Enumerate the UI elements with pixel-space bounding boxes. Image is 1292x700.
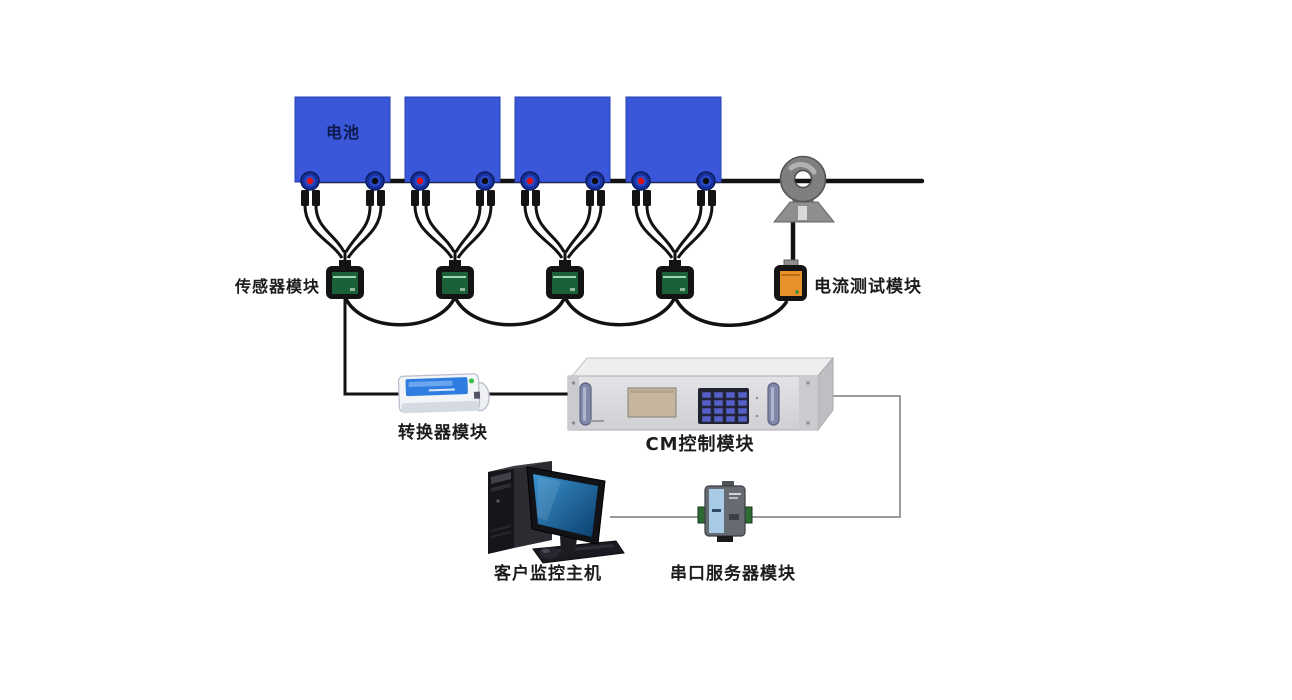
current-transformer [772, 155, 836, 264]
battery-terminal-positive [410, 171, 430, 191]
monitoring-computer [488, 461, 625, 564]
sensor-module-1 [326, 260, 364, 299]
computer-monitor [526, 466, 606, 556]
current-test-module [774, 259, 807, 301]
battery-1 [294, 96, 391, 270]
sensor-module-3 [546, 260, 584, 299]
cm-keypad [698, 388, 749, 424]
sensor-daisy-chain-wire [343, 296, 789, 327]
battery-4 [625, 96, 722, 270]
serial-server-label: 串口服务器模块 [670, 564, 796, 584]
rack-handle-left [579, 382, 592, 426]
cm-lcd-screen [627, 387, 677, 418]
battery-terminal-positive [520, 171, 540, 191]
battery-2 [404, 96, 501, 270]
battery-3 [514, 96, 611, 270]
serial-server-module [697, 481, 753, 542]
converter-module [397, 373, 490, 414]
converter-label: 转换器模块 [398, 423, 488, 443]
battery-terminal-negative [585, 171, 605, 191]
battery-terminal-negative [365, 171, 385, 191]
rack-handle-right [767, 382, 780, 426]
battery-terminal-negative [696, 171, 716, 191]
sensor-module-2 [436, 260, 474, 299]
battery-terminal-negative [475, 171, 495, 191]
sensor-module-4 [656, 260, 694, 299]
computer-keyboard [532, 540, 625, 564]
battery-terminal-positive [300, 171, 320, 191]
computer-label: 客户监控主机 [494, 564, 602, 584]
comm-line-serial-cm [748, 395, 901, 518]
computer-mouse [539, 547, 559, 559]
sensor-module-label: 传感器模块 [234, 277, 320, 296]
battery-label: 电池 [325, 123, 360, 142]
rs485-wire [343, 297, 572, 396]
cm-control-label: CM控制模块 [645, 434, 755, 455]
battery-terminal-positive [631, 171, 651, 191]
current-module-label: 电流测试模块 [814, 277, 922, 297]
cm-control-module [567, 356, 835, 432]
